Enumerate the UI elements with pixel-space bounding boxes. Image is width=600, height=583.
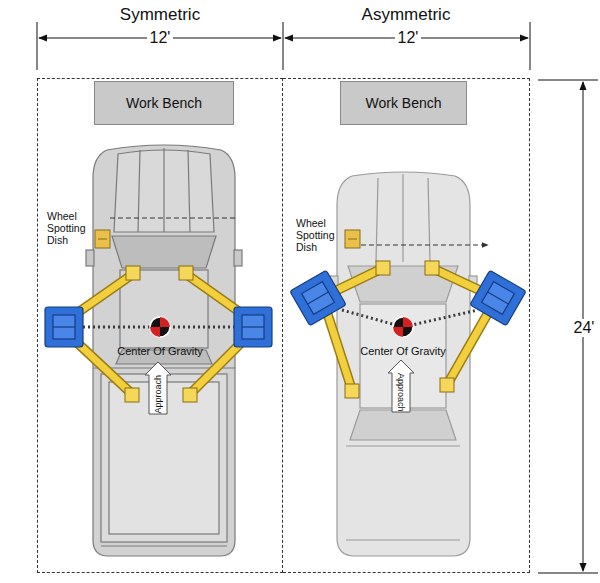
center-of-gravity-symbol [150,317,413,337]
cog-label: Center Of Gravity [117,345,203,358]
callout-label: Wheel Spotting Dish [296,217,346,253]
work-bench: Work Bench [340,81,467,125]
bench-label: Work Bench [366,95,442,111]
dimension-label: 12' [147,29,174,47]
cog-label: Center Of Gravity [360,345,446,358]
center-line [83,310,478,327]
bay-heading: Symmetric [38,5,282,25]
wheel-spotting-dish [95,218,488,248]
lift-bay: AsymmetricWork Bench [283,78,530,573]
approach-label: Approach [153,375,163,414]
pickup-truck [86,145,242,556]
work-bench: Work Bench [94,81,234,125]
bay-heading: Asymmetric [283,5,529,25]
lift-bay: SymmetricWork Bench [37,78,283,573]
approach-label: Approach [396,373,406,412]
lift-posts [45,270,526,347]
dimension-label: 24' [571,319,598,337]
approach-arrow [145,360,414,414]
bench-label: Work Bench [126,95,202,111]
dimension-lines [37,22,598,573]
callout-label: Wheel Spotting Dish [47,210,97,246]
dimension-label: 12' [395,29,422,47]
lift-arms [70,261,492,402]
